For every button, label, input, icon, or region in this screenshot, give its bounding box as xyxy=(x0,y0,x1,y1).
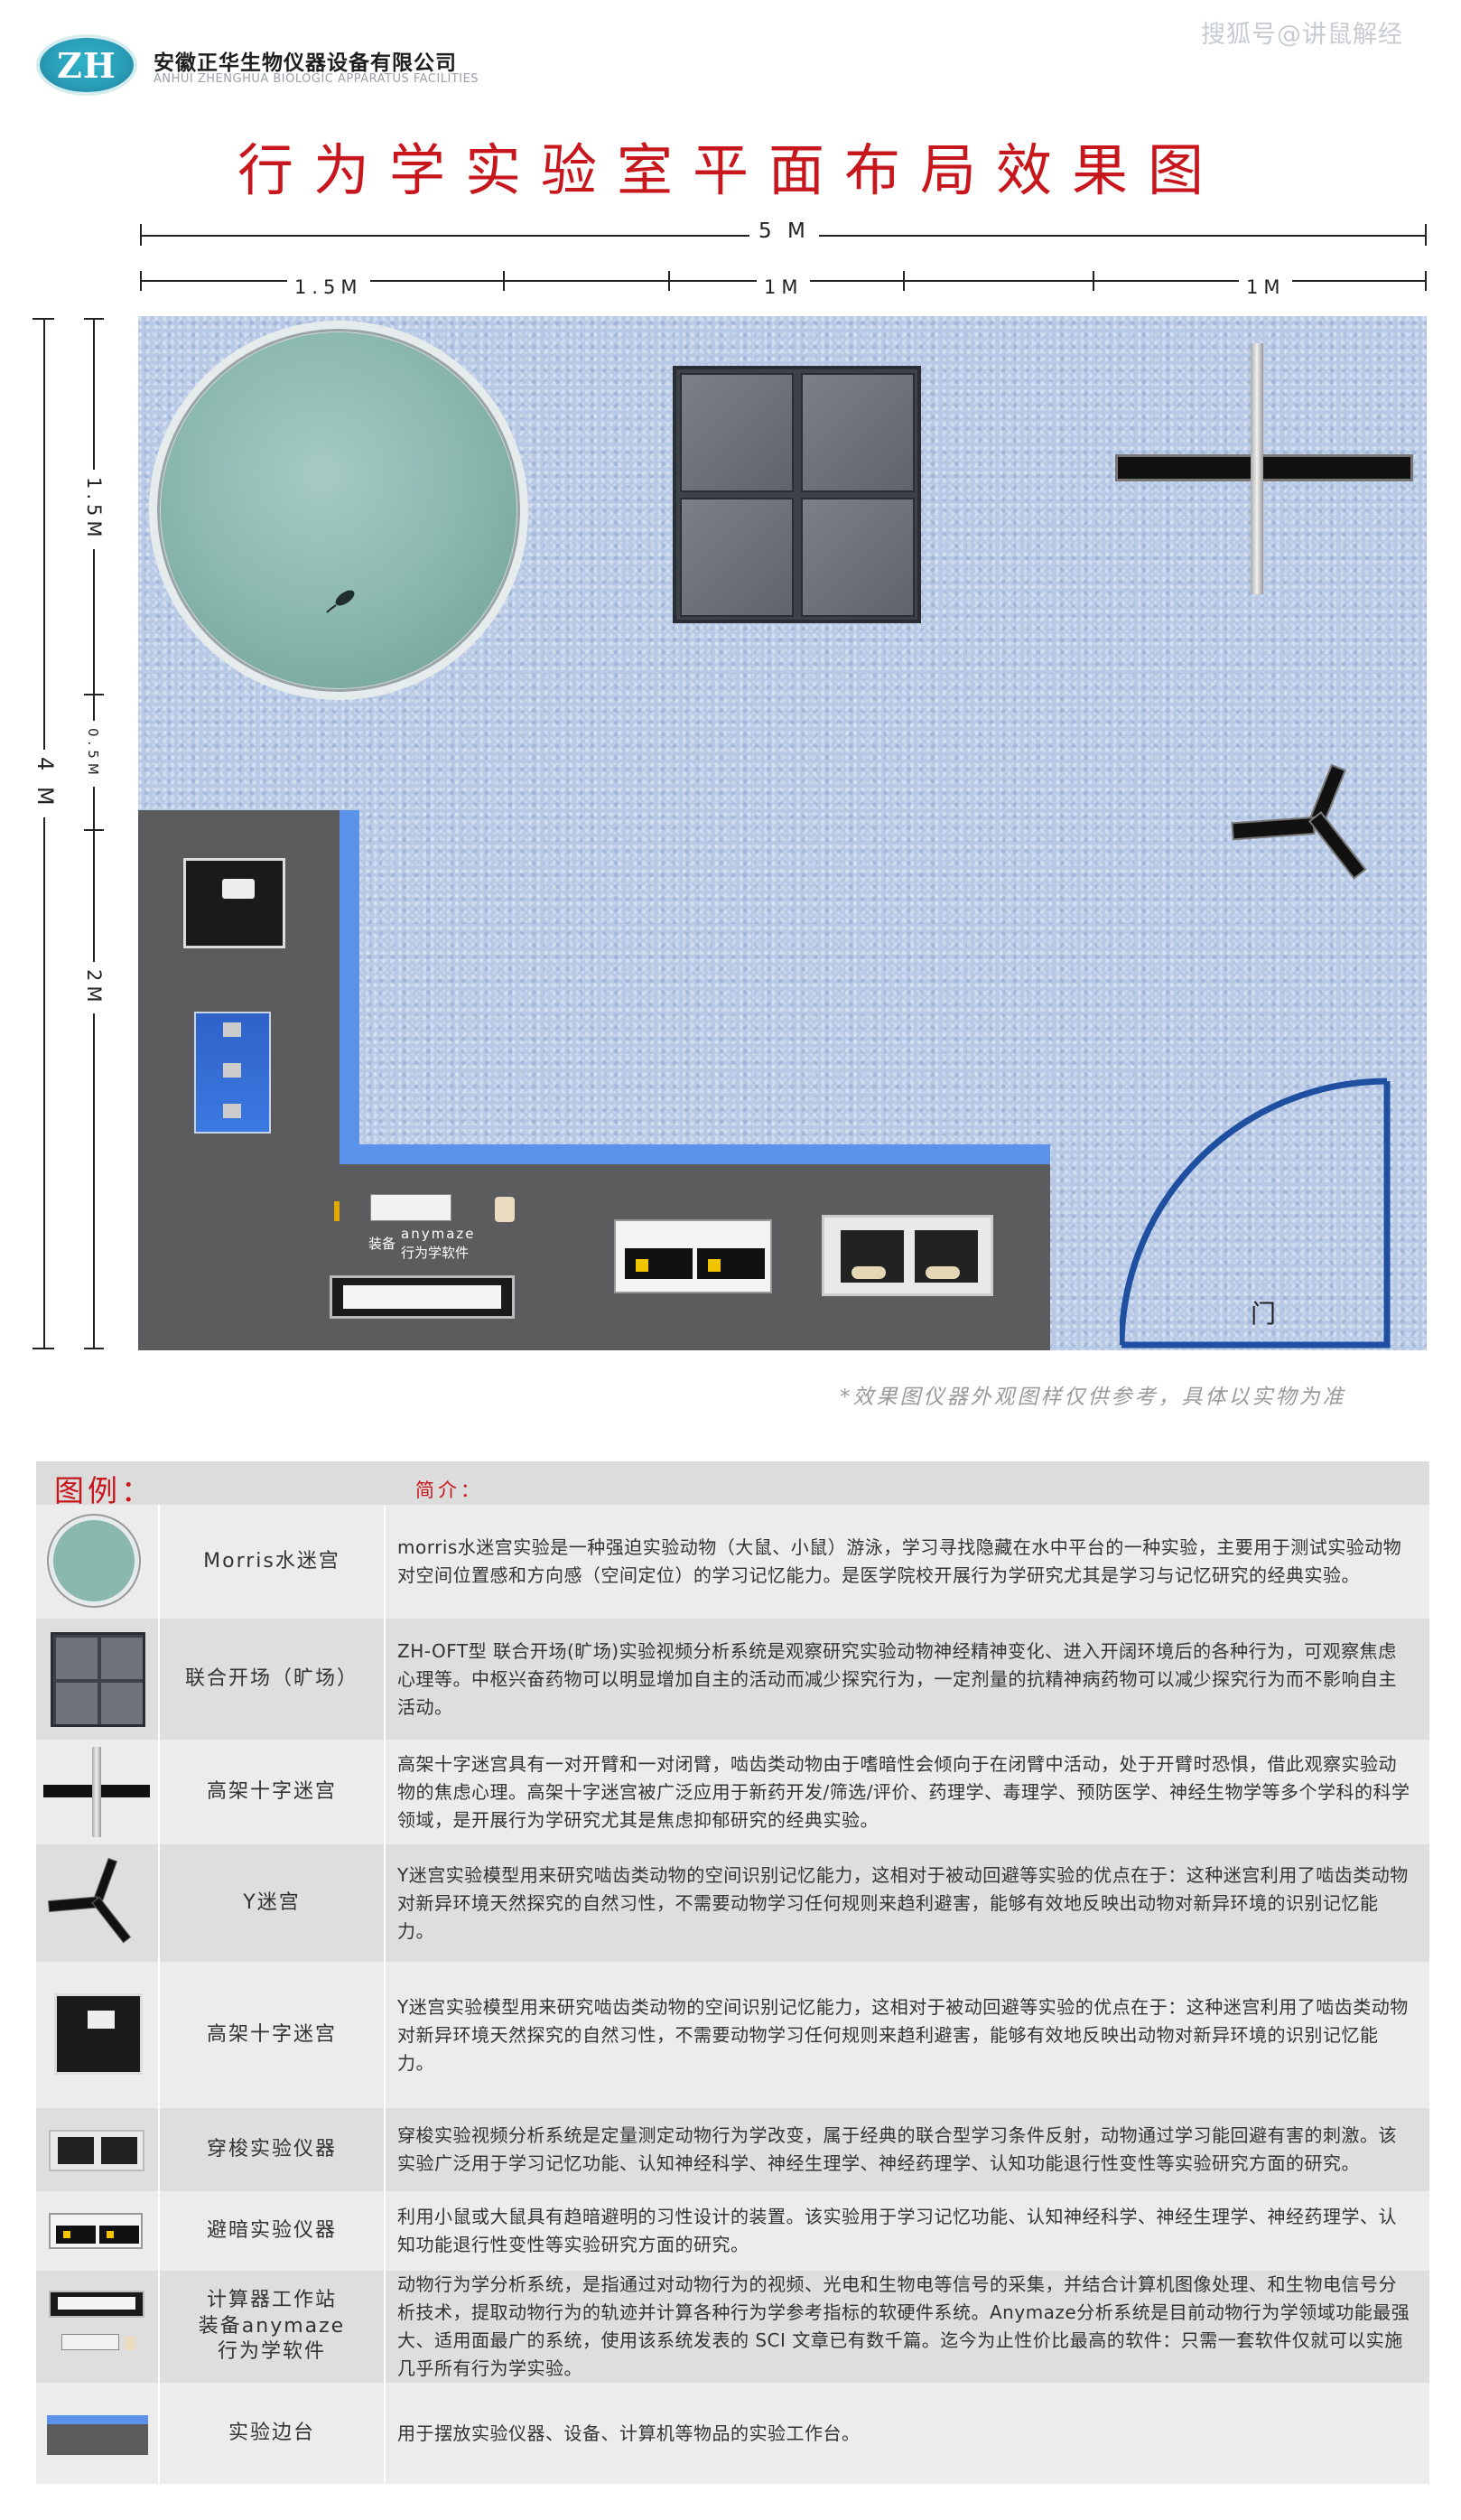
watermark: 搜狐号@讲鼠解经 xyxy=(1201,21,1403,49)
legend-row-shuttle: 穿梭实验仪器 穿梭实验视频分析系统是定量测定动物行为学改变，属于经典的联合型学习… xyxy=(36,2108,1429,2191)
dim-tick xyxy=(140,271,142,291)
bench-edge-vertical xyxy=(340,810,359,1164)
dim-tick xyxy=(1093,271,1094,291)
legend-desc: Y迷宫实验模型用来研究啮齿类动物的空间识别记忆能力，这相对于被动回避等实验的优点… xyxy=(397,1863,1409,1942)
dim-tick xyxy=(1425,224,1427,246)
legend-row-elevated-plus: 高架十字迷宫 高架十字迷宫具有一对开臂和一对闭臂，啮齿类动物由于嗜暗性会倾向于在… xyxy=(36,1740,1429,1844)
dim-tick xyxy=(668,271,670,291)
legend-row-elevated-plus-2: 高架十字迷宫 Y迷宫实验模型用来研究啮齿类动物的空间识别记忆能力，这相对于被动回… xyxy=(36,1962,1429,2108)
elevated-plus-icon xyxy=(36,1740,160,1844)
dim-seg2-label: 1M xyxy=(757,276,811,298)
avoidance-box-icon xyxy=(36,2191,160,2271)
shuttle-box-instrument xyxy=(822,1215,993,1296)
workstation-label-line1: 装备 xyxy=(368,1236,396,1252)
company-logo: ZH xyxy=(36,34,137,96)
morris-water-surface xyxy=(161,332,516,688)
y-maze-icon xyxy=(36,1844,160,1962)
swimming-rat-icon xyxy=(326,590,355,613)
legend-desc: 动物行为学分析系统，是指通过对动物行为的视频、光电和生物电等信号的采集，并结合计… xyxy=(397,2273,1410,2379)
dim-tick xyxy=(84,694,104,695)
legend-name: 穿梭实验仪器 xyxy=(160,2108,386,2191)
company-name-en: ANHUI ZHENGHUA BIOLOGIC APPARATUS FACILI… xyxy=(154,72,479,86)
monitor-icon xyxy=(330,1275,515,1319)
legend-name: 实验边台 xyxy=(160,2383,386,2484)
legend-name: 高架十字迷宫 xyxy=(160,1740,386,1844)
legend-desc: 利用小鼠或大鼠具有趋暗避明的习性设计的装置。该实验用于学习记忆功能、认知神经科学… xyxy=(397,2206,1397,2255)
anxiety-box-instrument xyxy=(183,858,285,948)
legend-name: Y迷宫 xyxy=(160,1844,386,1962)
dim-tick xyxy=(84,318,104,320)
avoidance-instrument xyxy=(614,1219,772,1293)
dim-seg1-label: 1.5M xyxy=(287,276,370,298)
legend-name: 联合开场（旷场） xyxy=(160,1619,386,1740)
dim-total-height-label: 4 M xyxy=(33,750,58,817)
dim-tick xyxy=(503,271,505,291)
legend-column-header: 简介： xyxy=(415,1479,483,1501)
legend-desc: 穿梭实验视频分析系统是定量测定动物行为学改变，属于经典的联合型学习条件反射，动物… xyxy=(397,2124,1397,2174)
open-field-icon xyxy=(36,1619,160,1740)
open-field-apparatus xyxy=(673,366,921,623)
legend-header xyxy=(36,1461,1429,1505)
legend-name: Morris水迷宫 xyxy=(160,1505,386,1619)
legend-desc: morris水迷宫实验是一种强迫实验动物（大鼠、小鼠）游泳，学习寻找隐藏在水中平… xyxy=(397,1536,1402,1586)
legend-title: 图例： xyxy=(54,1473,154,1508)
dim-v-seg2-label: 0.5M xyxy=(85,721,101,787)
legend-name: 高架十字迷宫 xyxy=(160,1962,386,2108)
stacked-cage-instrument xyxy=(194,1012,271,1134)
keyboard-icon xyxy=(370,1194,451,1221)
dim-v-seg3-label: 2M xyxy=(83,962,105,1014)
anxiety-box-icon xyxy=(36,1962,160,2108)
dim-tick xyxy=(140,224,142,246)
dim-line-v-segments xyxy=(93,318,95,1349)
workstation-icon xyxy=(36,2271,160,2383)
legend-name: 避暗实验仪器 xyxy=(160,2191,386,2271)
door-label: 门 xyxy=(1251,1299,1277,1329)
dim-tick xyxy=(33,318,54,320)
legend-desc: Y迷宫实验模型用来研究啮齿类动物的空间识别记忆能力，这相对于被动回避等实验的优点… xyxy=(397,1995,1409,2074)
legend-name: 计算器工作站 装备anymaze 行为学软件 xyxy=(160,2271,386,2383)
dim-total-width-label: 5 M xyxy=(749,219,819,243)
legend-row-morris: Morris水迷宫 morris水迷宫实验是一种强迫实验动物（大鼠、小鼠）游泳，… xyxy=(36,1505,1429,1619)
page-title: 行为学实验室平面布局效果图 xyxy=(237,137,1224,203)
legend-desc: 高架十字迷宫具有一对开臂和一对闭臂，啮齿类动物由于嗜暗性会倾向于在闭臂中活动，处… xyxy=(397,1752,1410,1831)
legend-desc: ZH-OFT型 联合开场(旷场)实验视频分析系统是观察研究实验动物神经精神变化、… xyxy=(397,1639,1397,1718)
dim-line-total-height xyxy=(43,318,45,1349)
workstation-label-line2: anymaze xyxy=(401,1226,476,1242)
company-name-cn: 安徽正华生物仪器设备有限公司 xyxy=(154,51,457,75)
legend-row-dark-avoidance: 避暗实验仪器 利用小鼠或大鼠具有趋暗避明的习性设计的装置。该实验用于学习记忆功能… xyxy=(36,2191,1429,2271)
legend-row-bench: 实验边台 用于摆放实验仪器、设备、计算机等物品的实验工作台。 xyxy=(36,2383,1429,2484)
disclaimer-note: *效果图仪器外观图样仅供参考，具体以实物为准 xyxy=(840,1386,1346,1409)
dim-tick xyxy=(84,1348,104,1349)
legend-desc: 用于摆放实验仪器、设备、计算机等物品的实验工作台。 xyxy=(397,2422,861,2444)
workstation-label-line3: 行为学软件 xyxy=(401,1245,470,1261)
pen-icon xyxy=(334,1201,340,1221)
y-maze-apparatus xyxy=(1231,763,1367,880)
legend-row-y-maze: Y迷宫 Y迷宫实验模型用来研究啮齿类动物的空间识别记忆能力，这相对于被动回避等实… xyxy=(36,1844,1429,1962)
dim-v-seg1-label: 1.5M xyxy=(83,470,105,549)
elevated-plus-maze-open-arms xyxy=(1115,454,1413,481)
lab-bench-icon xyxy=(36,2383,160,2484)
dim-seg3-label: 1M xyxy=(1239,276,1293,298)
morris-maze-icon xyxy=(36,1505,160,1619)
door-swing xyxy=(1120,1078,1391,1349)
dim-tick xyxy=(84,829,104,831)
legend-row-open-field: 联合开场（旷场） ZH-OFT型 联合开场(旷场)实验视频分析系统是观察研究实验… xyxy=(36,1619,1429,1740)
bench-edge-horizontal xyxy=(340,1144,1050,1164)
shuttle-box-icon xyxy=(36,2108,160,2191)
elevated-plus-maze-closed-arms xyxy=(1251,343,1263,594)
dim-tick xyxy=(1425,271,1427,291)
dim-tick xyxy=(33,1348,54,1349)
dim-tick xyxy=(903,271,905,291)
legend-row-workstation: 计算器工作站 装备anymaze 行为学软件 动物行为学分析系统，是指通过对动物… xyxy=(36,2271,1429,2383)
mouse-icon xyxy=(495,1197,515,1222)
